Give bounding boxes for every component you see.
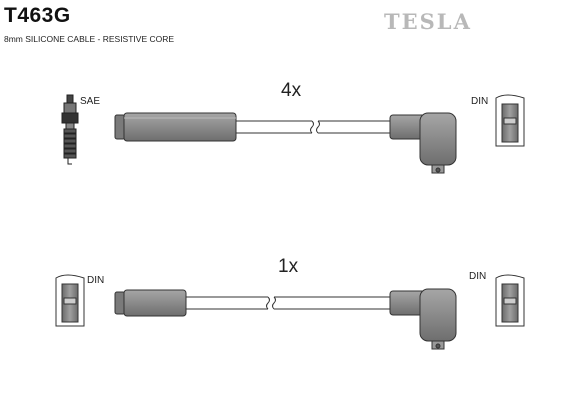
lead-set-2: 1x DIN DIN	[55, 256, 525, 350]
din-coil-cap-icon	[495, 94, 525, 147]
brand-logo: TESLA	[384, 9, 472, 34]
quantity-label: 4x	[281, 80, 302, 101]
cable	[236, 120, 392, 134]
cable-spec: 8mm SILICONE CABLE - RESISTIVE CORE	[4, 34, 175, 44]
cable	[186, 296, 392, 310]
right-terminal-label: DIN	[469, 271, 486, 282]
angled-boot	[389, 288, 457, 350]
left-terminal-label: DIN	[87, 275, 104, 286]
straight-boot	[114, 112, 237, 142]
lead-set-1: 4x SAE DIN	[61, 80, 525, 174]
left-terminal-label: SAE	[80, 96, 100, 107]
angled-boot	[389, 112, 457, 174]
din-coil-cap-icon	[495, 274, 525, 327]
quantity-label: 1x	[278, 256, 299, 277]
straight-boot	[114, 289, 187, 317]
right-terminal-label: DIN	[471, 96, 488, 107]
din-coil-cap-icon	[55, 274, 85, 327]
spark-plug-icon	[61, 94, 79, 165]
part-number: T463G	[4, 4, 71, 27]
